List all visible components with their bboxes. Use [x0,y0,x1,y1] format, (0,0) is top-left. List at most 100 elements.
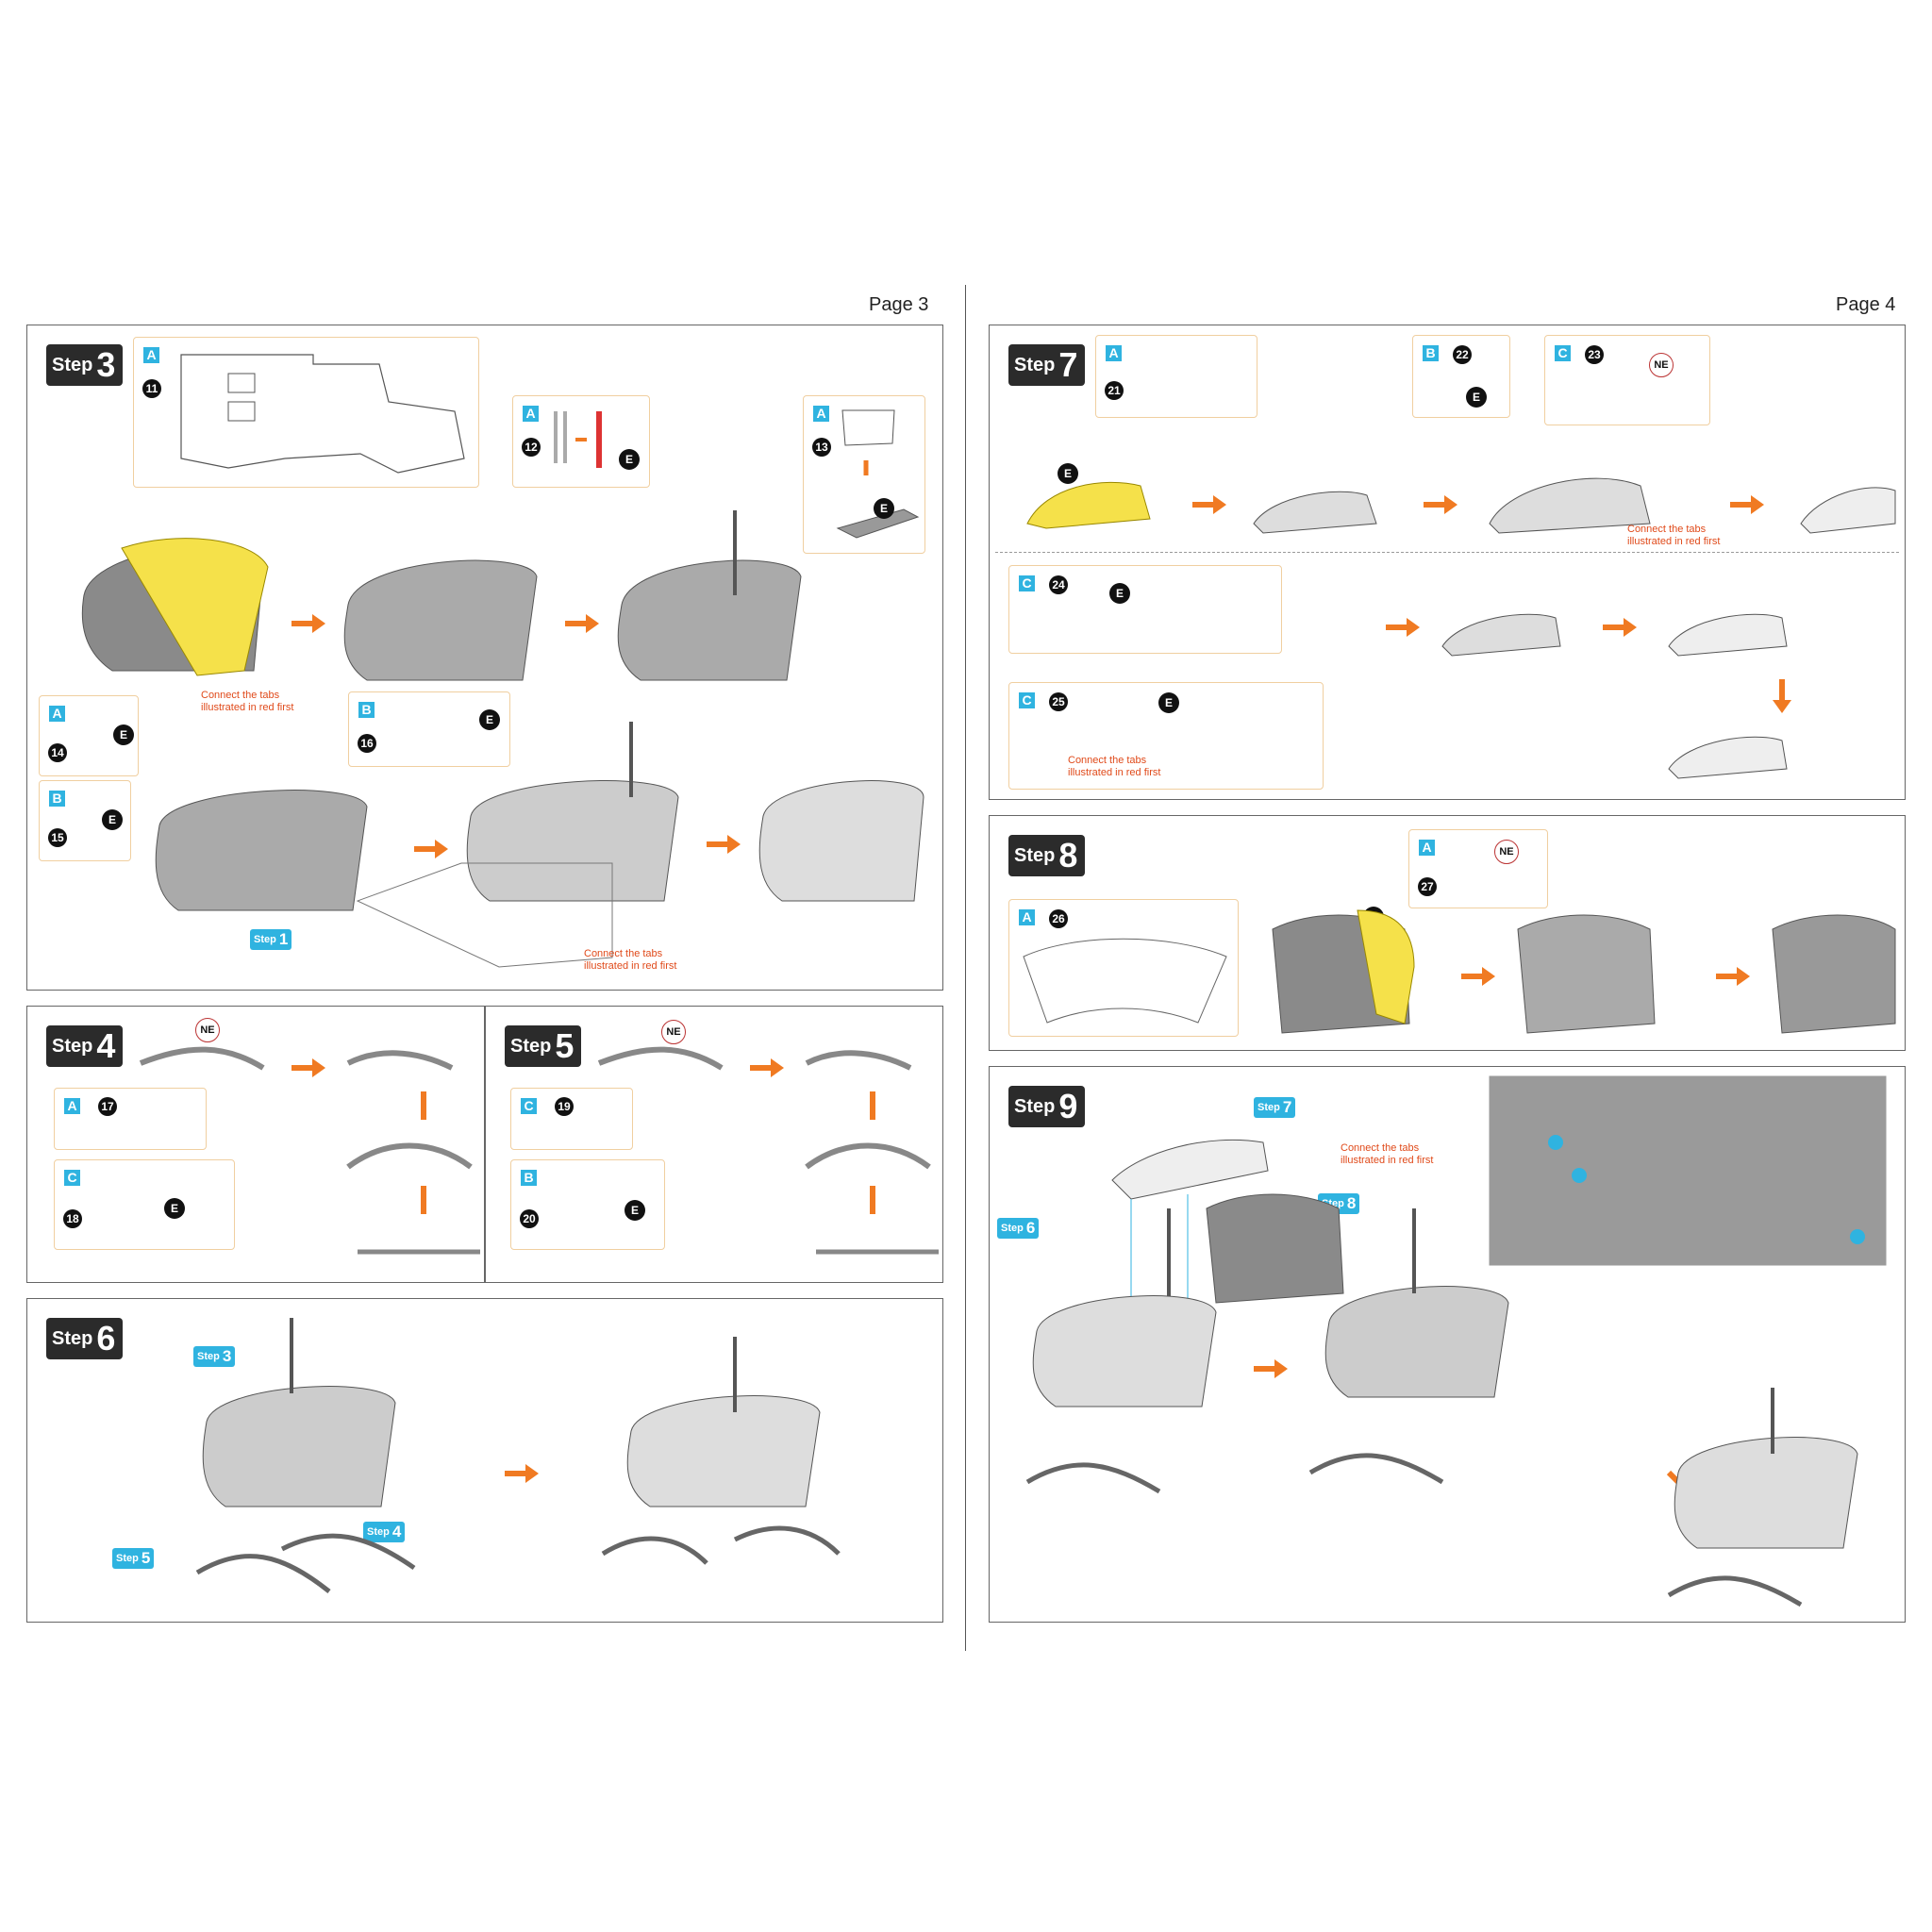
sheet-label: A [1106,345,1122,361]
sheet-label: C [64,1170,80,1186]
tag-number: 5 [141,1549,151,1567]
part-number: 16 [358,734,376,753]
part-11-callout: A 11 [133,337,479,488]
tab-note-2: Connect the tabs illustrated in red firs… [584,948,688,973]
step-word: Step [1014,844,1056,866]
sheet-label: B [521,1170,537,1186]
step-number: 5 [555,1026,575,1065]
row-separator [995,552,1899,553]
part-26-drawing [1023,938,1227,1024]
step-word: Step [510,1035,552,1057]
sheet-label: B [358,702,375,718]
part-number: 20 [520,1209,539,1228]
tag-number: 8 [1346,1194,1357,1212]
tag-word: Step [116,1553,139,1564]
part-19-callout: C 19 [510,1088,633,1150]
note-line-2: illustrated in red first [584,960,677,972]
tool-e-badge: E [164,1198,185,1219]
part-25-callout: C 25 E Connect the tabs illustrated in r… [1008,682,1324,790]
tool-e-badge: E [102,809,123,830]
page-divider [965,285,966,1651]
part-number: 15 [48,828,67,847]
tag-word: Step [367,1526,390,1538]
sheet-label: B [1423,345,1439,361]
tab-note-9: Connect the tabs illustrated in red firs… [1341,1142,1444,1167]
part-number: 11 [142,379,161,398]
note-line-2: illustrated in red first [1068,767,1161,778]
part-20-callout: B 20 E [510,1159,665,1250]
ne-badge: NE [1649,353,1674,377]
sheet-label: A [1019,909,1035,925]
step-5-skid-illustration [597,1046,939,1255]
tool-e-badge: E [1109,583,1130,604]
part-23-callout: C 23 NE [1544,335,1710,425]
sheet-label: C [1019,692,1035,708]
page-label-3: Page 3 [869,294,929,315]
note-line-2: illustrated in red first [201,702,294,713]
sheet-label: A [64,1098,80,1114]
note-line-2: illustrated in red first [1627,536,1721,547]
part-15-callout: B 15 E [39,780,131,861]
part-number: 19 [555,1097,574,1116]
part-number: 14 [48,743,67,762]
step-number: 9 [1058,1087,1078,1125]
part-12-drawing [554,411,602,468]
sheet-label: C [1019,575,1035,591]
step-6-illustration [195,1318,841,1593]
step-number: 7 [1058,345,1078,384]
sheet-label: A [1419,840,1435,856]
tool-e-badge: E [619,449,640,470]
tool-e-badge: E [1466,387,1487,408]
tool-e-badge: E [625,1200,645,1221]
tag-number: 4 [391,1523,402,1541]
part-24-callout: C 24 E [1008,565,1282,654]
part-12-callout: A 12 E [512,395,650,488]
ne-badge: NE [661,1020,686,1044]
tool-e-badge: E [113,724,134,745]
tag-number: 7 [1282,1098,1292,1116]
part-21-callout: A 21 [1095,335,1257,418]
sheet-label: C [521,1098,537,1114]
tag-word: Step [197,1351,220,1362]
sheet-label: B [49,791,65,807]
part-number: 26 [1049,909,1068,928]
step-word: Step [52,1327,93,1349]
step-number: 8 [1058,836,1078,874]
tag-word: Step [1001,1223,1024,1234]
ne-badge: NE [195,1018,220,1042]
part-17-callout: A 17 [54,1088,207,1150]
note-line-1: Connect the tabs [584,948,663,959]
part-number: 13 [812,438,831,457]
tool-e-badge: E [874,498,894,519]
part-number: 27 [1418,877,1437,896]
tool-e-badge-tail: E [1058,463,1078,484]
step-3-row-2-illustration [155,722,924,968]
part-27-callout: A 27 NE [1408,829,1548,908]
ne-badge: NE [1494,840,1519,864]
sheet-label: A [813,406,829,422]
tool-e-badge: E [1158,692,1179,713]
step-3-main-illustration [81,510,802,681]
part-16-callout: B 16 E [348,691,510,767]
step-word: Step [1014,1095,1056,1117]
part-number: 18 [63,1209,82,1228]
note-line-1: Connect the tabs [1068,755,1147,766]
step-9-illustration [1025,1075,1887,1607]
tag-number: 3 [222,1347,232,1365]
step-number: 4 [96,1026,116,1065]
part-14-callout: A 14 E [39,695,139,776]
step-4-skid-illustration [139,1046,480,1255]
part-number: 23 [1585,345,1604,364]
tag-word: Step [254,934,276,945]
